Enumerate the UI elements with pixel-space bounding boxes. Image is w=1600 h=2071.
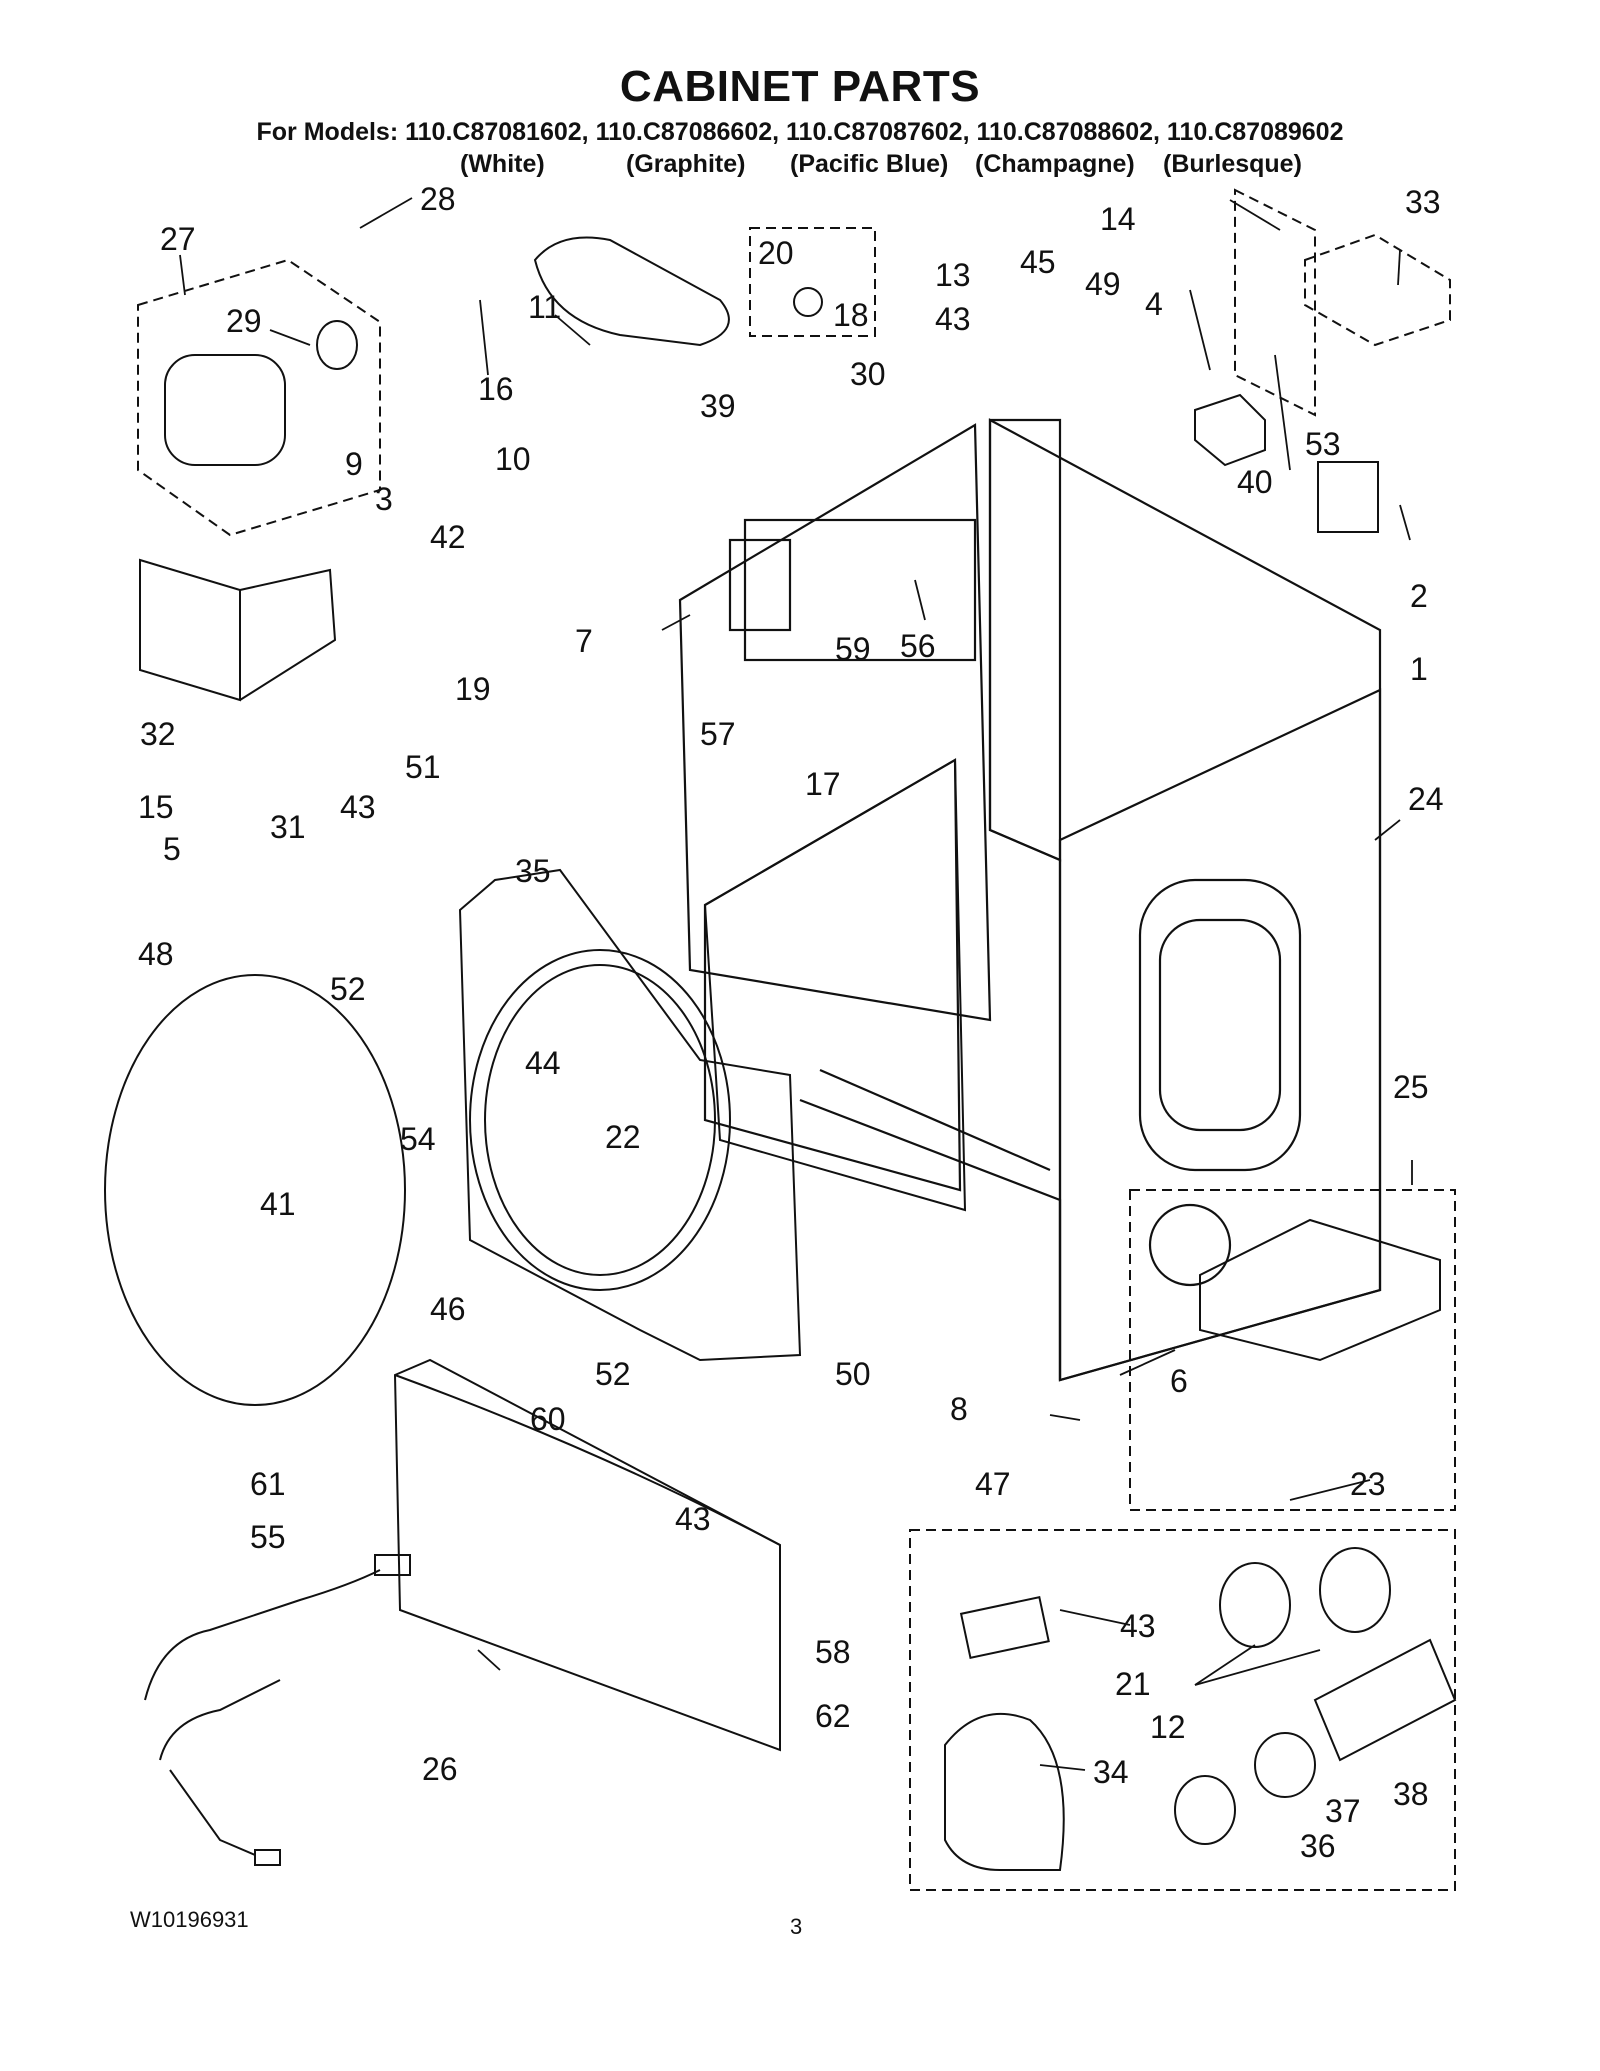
callout-36: 36 bbox=[1300, 1828, 1336, 1864]
terminal-block bbox=[1194, 393, 1266, 467]
callout-43-vent: 43 bbox=[1120, 1608, 1156, 1644]
drive-belt bbox=[533, 236, 730, 347]
callout-2: 2 bbox=[1410, 578, 1428, 614]
callout-31: 31 bbox=[270, 809, 306, 845]
callout-13: 13 bbox=[935, 257, 971, 293]
callout-47: 47 bbox=[975, 1466, 1011, 1502]
callout-22: 22 bbox=[605, 1119, 641, 1155]
callout-60: 60 bbox=[530, 1401, 566, 1437]
callout-43-front: 43 bbox=[340, 789, 376, 825]
color-pacific-blue: (Pacific Blue) bbox=[790, 150, 949, 178]
cabinet-body bbox=[678, 418, 1382, 1382]
callout-61: 61 bbox=[250, 1466, 286, 1502]
callout-8: 8 bbox=[950, 1391, 968, 1427]
color-burlesque: (Burlesque) bbox=[1163, 150, 1302, 178]
callout-42: 42 bbox=[430, 519, 466, 555]
page-title: CABINET PARTS bbox=[619, 62, 981, 111]
callout-39: 39 bbox=[700, 388, 736, 424]
callout-53: 53 bbox=[1305, 426, 1341, 462]
callout-56: 56 bbox=[900, 628, 936, 664]
front-panel bbox=[458, 868, 802, 1362]
callout-16: 16 bbox=[478, 371, 514, 407]
callout-18: 18 bbox=[833, 297, 869, 333]
air-duct-panel bbox=[703, 758, 967, 1212]
callout-1: 1 bbox=[1410, 651, 1428, 687]
callout-49: 49 bbox=[1085, 266, 1121, 302]
callout-38: 38 bbox=[1393, 1776, 1429, 1812]
elbow-vent bbox=[944, 1712, 1065, 1871]
callout-27: 27 bbox=[160, 221, 196, 257]
callout-32: 32 bbox=[140, 716, 176, 752]
callout-6: 6 bbox=[1170, 1363, 1188, 1399]
callout-62: 62 bbox=[815, 1698, 851, 1734]
callout-9: 9 bbox=[345, 446, 363, 482]
callout-26: 26 bbox=[422, 1751, 458, 1787]
terminal-block-box bbox=[1234, 188, 1316, 417]
callout-19: 19 bbox=[455, 671, 491, 707]
callout-51: 51 bbox=[405, 749, 441, 785]
model-list: For Models: 110.C87081602, 110.C87086602… bbox=[256, 118, 1344, 146]
callout-34: 34 bbox=[1093, 1754, 1129, 1790]
callout-44: 44 bbox=[525, 1045, 561, 1081]
motor-group-box bbox=[137, 258, 381, 537]
document-number: W10196931 bbox=[130, 1907, 249, 1932]
callout-23: 23 bbox=[1350, 1466, 1386, 1502]
callout-24: 24 bbox=[1408, 781, 1444, 817]
callout-43-toe: 43 bbox=[675, 1501, 711, 1537]
leveling-box bbox=[1304, 233, 1451, 347]
callout-43: 43 bbox=[935, 301, 971, 337]
part-callouts: 27 28 29 16 11 20 18 13 43 45 49 14 33 4… bbox=[138, 181, 1444, 1864]
lint-screen-housing bbox=[1199, 1218, 1441, 1362]
callout-17: 17 bbox=[805, 766, 841, 802]
callout-14: 14 bbox=[1100, 201, 1136, 237]
motor-mount bbox=[139, 558, 241, 702]
callout-55: 55 bbox=[250, 1519, 286, 1555]
callout-54: 54 bbox=[400, 1121, 436, 1157]
callout-50: 50 bbox=[835, 1356, 871, 1392]
callout-52: 52 bbox=[330, 971, 366, 1007]
callout-59: 59 bbox=[835, 631, 871, 667]
callout-7: 7 bbox=[575, 623, 593, 659]
callout-20: 20 bbox=[758, 235, 794, 271]
lint-filter-box bbox=[1129, 1189, 1456, 1511]
callout-4: 4 bbox=[1145, 286, 1163, 322]
wire-harness bbox=[144, 1569, 381, 1856]
motor bbox=[164, 354, 286, 466]
idler-group-box bbox=[749, 227, 876, 337]
callout-5: 5 bbox=[163, 831, 181, 867]
callout-40: 40 bbox=[1237, 464, 1273, 500]
callout-12: 12 bbox=[1150, 1709, 1186, 1745]
callout-25: 25 bbox=[1393, 1069, 1429, 1105]
vent-kit-box bbox=[909, 1529, 1456, 1891]
color-graphite: (Graphite) bbox=[626, 150, 746, 178]
callout-46: 46 bbox=[430, 1291, 466, 1327]
color-champagne: (Champagne) bbox=[975, 150, 1135, 178]
callout-30: 30 bbox=[850, 356, 886, 392]
door-seal-ring bbox=[104, 974, 406, 1406]
color-white: (White) bbox=[460, 150, 545, 178]
callout-21: 21 bbox=[1115, 1666, 1151, 1702]
callout-10: 10 bbox=[495, 441, 531, 477]
callout-57: 57 bbox=[700, 716, 736, 752]
callout-3: 3 bbox=[375, 481, 393, 517]
callout-15: 15 bbox=[138, 789, 174, 825]
callout-11: 11 bbox=[528, 289, 561, 325]
page-number: 3 bbox=[790, 1914, 803, 1939]
callout-45: 45 bbox=[1020, 244, 1056, 280]
callout-58: 58 bbox=[815, 1634, 851, 1670]
callout-37: 37 bbox=[1325, 1793, 1361, 1829]
toe-panel bbox=[393, 1358, 781, 1752]
callout-35: 35 bbox=[515, 853, 551, 889]
callout-41: 41 bbox=[260, 1186, 296, 1222]
callout-48: 48 bbox=[138, 936, 174, 972]
callout-29: 29 bbox=[226, 303, 262, 339]
callout-33: 33 bbox=[1405, 184, 1441, 220]
callout-28: 28 bbox=[420, 181, 456, 217]
callout-52-lower: 52 bbox=[595, 1356, 631, 1392]
